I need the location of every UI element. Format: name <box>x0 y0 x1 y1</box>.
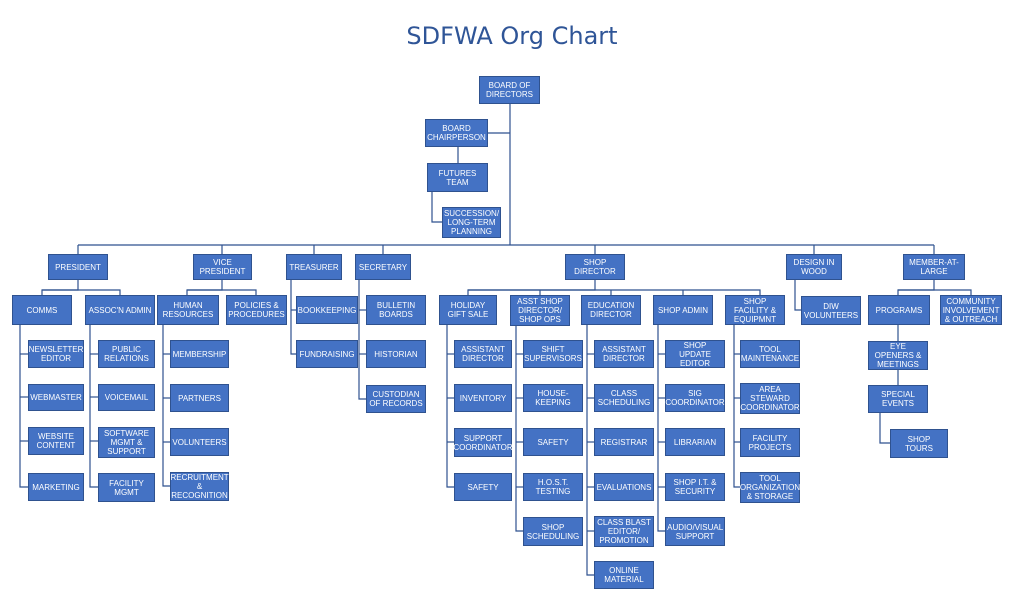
node-audio-visual-support: AUDIO/VISUAL SUPPORT <box>665 517 725 546</box>
node-board-chairperson: BOARD CHAIRPERSON <box>425 119 488 147</box>
node-shop-director: SHOP DIRECTOR <box>565 254 625 280</box>
node-webmaster: WEBMASTER <box>28 384 84 411</box>
node-facility-projects: FACILITY PROJECTS <box>740 428 800 457</box>
node-host-testing: H.O.S.T. TESTING <box>523 473 583 501</box>
node-librarian: LIBRARIAN <box>665 428 725 456</box>
node-bulletin-boards: BULLETIN BOARDS <box>366 295 426 325</box>
node-human-resources: HUMAN RESOURCES <box>157 295 219 325</box>
node-hgs-assistant-director: ASSISTANT DIRECTOR <box>454 340 512 368</box>
node-ops-safety: SAFETY <box>523 428 583 456</box>
node-comms: COMMS <box>12 295 72 325</box>
node-shop-facility: SHOP FACILITY & EQUIPMNT <box>725 295 785 325</box>
node-class-blast: CLASS BLAST EDITOR/ PROMOTION <box>594 516 654 547</box>
node-area-steward: AREA STEWARD COORDINATOR <box>740 383 800 414</box>
node-custodian-of-records: CUSTODIAN OF RECORDS <box>366 385 426 413</box>
node-volunteers: VOLUNTEERS <box>170 428 229 456</box>
node-board-of-directors: BOARD OF DIRECTORS <box>479 76 540 104</box>
node-edu-assistant-director: ASSISTANT DIRECTOR <box>594 340 654 368</box>
node-registrar: REGISTRAR <box>594 428 654 456</box>
node-public-relations: PUBLIC RELATIONS <box>98 340 155 368</box>
node-community-involvement: COMMUNITY INVOLVEMENT & OUTREACH <box>940 295 1002 325</box>
node-inventory: INVENTORY <box>454 384 512 412</box>
node-diw-volunteers: DIW VOLUNTEERS <box>801 296 861 325</box>
page-title: SDFWA Org Chart <box>406 22 618 50</box>
node-fundraising: FUNDRAISING <box>296 340 358 368</box>
node-class-scheduling: CLASS SCHEDULING <box>594 384 654 412</box>
node-asst-shop-director: ASST SHOP DIRECTOR/ SHOP OPS <box>510 295 570 326</box>
node-shift-supervisors: SHIFT SUPERVISORS <box>523 340 583 368</box>
node-voicemail: VOICEMAIL <box>98 384 155 411</box>
node-newsletter-editor: NEWSLETTER EDITOR <box>28 340 84 368</box>
node-online-material: ONLINE MATERIAL <box>594 561 654 589</box>
node-housekeeping: HOUSE-KEEPING <box>523 384 583 412</box>
node-education-director: EDUCATION DIRECTOR <box>581 295 641 325</box>
node-programs: PROGRAMS <box>868 295 930 325</box>
node-vice-president: VICE PRESIDENT <box>193 254 252 280</box>
node-tool-maintenance: TOOL MAINTENANCE <box>740 340 800 368</box>
node-eye-openers: EYE OPENERS & MEETINGS <box>868 341 928 370</box>
node-treasurer: TREASURER <box>286 254 342 280</box>
node-shop-admin: SHOP ADMIN <box>653 295 713 325</box>
node-evaluations: EVALUATIONS <box>594 473 654 501</box>
node-sig-coordinator: SIG COORDINATOR <box>665 384 725 412</box>
node-historian: HISTORIAN <box>366 340 426 368</box>
node-partners: PARTNERS <box>170 384 229 412</box>
node-shop-scheduling: SHOP SCHEDULING <box>523 517 583 546</box>
node-policies-procedures: POLICIES & PROCEDURES <box>226 295 287 325</box>
node-shop-it-security: SHOP I.T. & SECURITY <box>665 473 725 501</box>
node-membership: MEMBERSHIP <box>170 340 229 368</box>
node-tool-organization: TOOL ORGANIZATION & STORAGE <box>739 472 801 503</box>
node-special-events: SPECIAL EVENTS <box>868 385 928 413</box>
node-shop-tours: SHOP TOURS <box>890 429 948 458</box>
node-software-mgmt: SOFTWARE MGMT & SUPPORT <box>98 427 155 458</box>
node-shop-update-editor: SHOP UPDATE EDITOR <box>665 340 725 368</box>
node-recruitment: RECRUITMENT & RECOGNITION <box>170 472 229 501</box>
node-futures-team: FUTURES TEAM <box>427 163 488 192</box>
node-website-content: WEBSITE CONTENT <box>28 427 84 455</box>
node-president: PRESIDENT <box>48 254 108 280</box>
node-assocn-admin: ASSOC'N ADMIN <box>85 295 155 325</box>
node-holiday-gift-sale: HOLIDAY GIFT SALE <box>439 295 497 325</box>
node-succession-planning: SUCCESSION/ LONG-TERM PLANNING <box>442 207 501 238</box>
node-member-at-large: MEMBER-AT-LARGE <box>903 254 965 280</box>
node-design-in-wood: DESIGN IN WOOD <box>786 254 842 280</box>
node-support-coordinator: SUPPORT COORDINATOR <box>453 428 513 457</box>
node-marketing: MARKETING <box>28 473 84 501</box>
node-hgs-safety: SAFETY <box>454 473 512 501</box>
node-bookkeeping: BOOKKEEPING <box>296 296 358 324</box>
node-secretary: SECRETARY <box>355 254 411 280</box>
node-facility-mgmt: FACILITY MGMT <box>98 473 155 502</box>
